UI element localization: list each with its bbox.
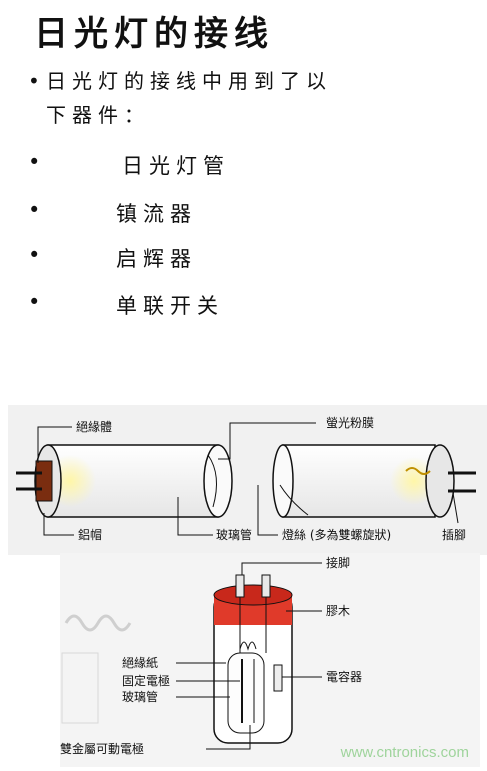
watermark: www.cntronics.com — [340, 744, 469, 761]
label-bakelite: 膠木 — [326, 604, 350, 618]
tube-diagram: 絕緣體 螢光粉膜 鋁帽 玻璃管 燈絲 (多為雙螺旋狀) 插腳 — [8, 405, 487, 555]
intro-text: •日光灯的接线中用到了以 下器件： — [28, 64, 428, 132]
label-insulating-paper: 絕緣紙 — [122, 655, 158, 670]
bullet: • — [28, 150, 47, 174]
component-label: 单联开关 — [116, 294, 224, 318]
component-label: 镇流器 — [116, 202, 197, 226]
bullet: • — [28, 198, 47, 222]
intro-line-2: 下器件： — [46, 103, 150, 127]
label-insulator: 絕緣體 — [76, 420, 112, 434]
label-capacitor: 電容器 — [326, 669, 362, 684]
label-phosphor: 螢光粉膜 — [326, 416, 374, 430]
bullet: • — [28, 69, 46, 93]
label-fixed-electrode: 固定電極 — [122, 673, 170, 688]
label-filament: 燈絲 (多為雙螺旋狀) — [282, 527, 391, 542]
label-starter-pins: 接脚 — [326, 555, 350, 570]
intro-line-1: 日光灯的接线中用到了以 — [46, 69, 332, 93]
page-title: 日光灯的接线 — [34, 14, 274, 54]
bullet: • — [28, 243, 47, 267]
label-starter-glass-tube: 玻璃管 — [122, 689, 158, 704]
label-bimetal-electrode: 雙金屬可動電極 — [60, 741, 144, 756]
label-cap: 鋁帽 — [78, 527, 102, 542]
label-glass-tube: 玻璃管 — [216, 527, 252, 542]
component-label: 日光灯管 — [122, 154, 230, 178]
insulator — [35, 460, 53, 502]
bullet: • — [28, 290, 47, 314]
label-pins: 插腳 — [442, 528, 466, 542]
component-label: 启辉器 — [116, 247, 197, 271]
starter-diagram: 接脚 膠木 電容器 絕緣紙 固定電極 玻璃管 雙金屬可動電極 — [60, 553, 480, 767]
